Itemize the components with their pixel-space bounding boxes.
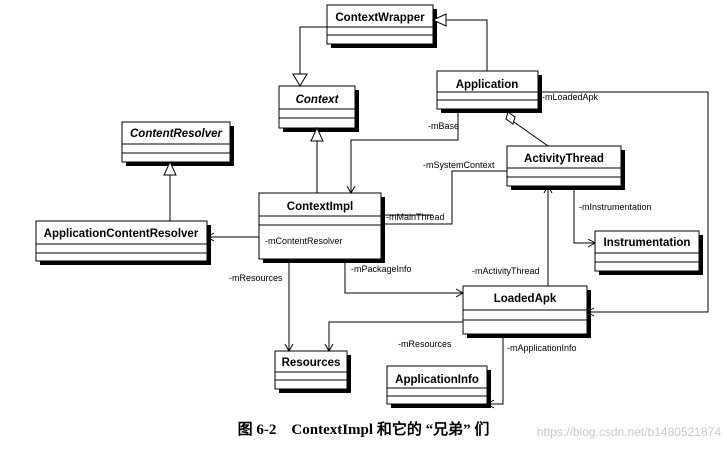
label-m-instrumentation: -mInstrumentation <box>579 202 652 212</box>
context-wrapper-name: ContextWrapper <box>335 12 425 24</box>
class-loaded-apk: LoadedApk <box>462 285 591 338</box>
class-context-impl: ContextImpl <box>258 192 385 263</box>
class-context: Context <box>278 85 359 132</box>
loaded-apk-name: LoadedApk <box>494 293 557 305</box>
class-activity-thread: ActivityThread <box>506 145 625 190</box>
class-instrumentation: Instrumentation <box>594 230 703 275</box>
class-application-info: ApplicationInfo <box>386 365 491 408</box>
application-info-name: ApplicationInfo <box>395 374 479 386</box>
edge-application-extends-contextwrapper <box>431 13 488 71</box>
edge-contextimpl-extends-context <box>310 126 324 193</box>
content-resolver-name: ContentResolver <box>130 128 223 140</box>
edge-appcontentresolver-extends-contentresolver <box>163 160 177 221</box>
label-m-activity-thread: -mActivityThread <box>472 266 540 276</box>
activity-thread-name: ActivityThread <box>524 153 604 165</box>
context-impl-name: ContextImpl <box>287 201 353 213</box>
watermark: https://blog.csdn.net/b1480521874 <box>536 425 721 439</box>
label-m-content-resolver: -mContentResolver <box>265 236 343 246</box>
class-resources: Resources <box>274 350 351 393</box>
edge-m-content-resolver <box>205 232 259 242</box>
edge-m-system-context <box>383 170 507 225</box>
class-context-wrapper: ContextWrapper <box>326 4 437 48</box>
class-content-resolver: ContentResolver <box>121 121 234 166</box>
edge-m-resources-loadedapk <box>324 321 463 353</box>
label-m-package-info: -mPackageInfo <box>351 264 412 274</box>
class-application-content-resolver: ApplicationContentResolver <box>35 220 211 265</box>
label-m-application-info: -mApplicationInfo <box>507 343 577 353</box>
figure-caption: 图 6-2 ContextImpl 和它的 “兄弟” 们 <box>237 422 490 438</box>
label-m-base: -mBase <box>428 121 459 131</box>
label-m-loaded-apk: -mLoadedApk <box>542 92 599 102</box>
class-application: Application <box>436 70 542 113</box>
resources-name: Resources <box>282 357 341 369</box>
label-m-main-thread: -mMainThread <box>386 212 445 222</box>
label-m-resources-ctx: -mResources <box>229 273 283 283</box>
application-content-resolver-name: ApplicationContentResolver <box>44 228 199 240</box>
edge-m-instrumentation <box>573 186 597 248</box>
application-name: Application <box>456 79 519 91</box>
edge-m-activity-thread <box>543 184 553 286</box>
edge-contextwrapper-extends-context <box>292 26 327 87</box>
label-m-system-context: -mSystemContext <box>423 160 495 170</box>
edge-m-application-info <box>485 334 504 409</box>
edge-m-resources-contextimpl <box>284 259 294 353</box>
context-name: Context <box>296 94 340 106</box>
label-m-resources-apk: -mResources <box>398 339 452 349</box>
edge-m-base <box>346 109 459 195</box>
edge-activitythread-application <box>505 111 549 147</box>
edge-m-package-info <box>344 259 465 298</box>
edge-m-loaded-apk <box>538 91 709 317</box>
instrumentation-name: Instrumentation <box>604 237 691 249</box>
